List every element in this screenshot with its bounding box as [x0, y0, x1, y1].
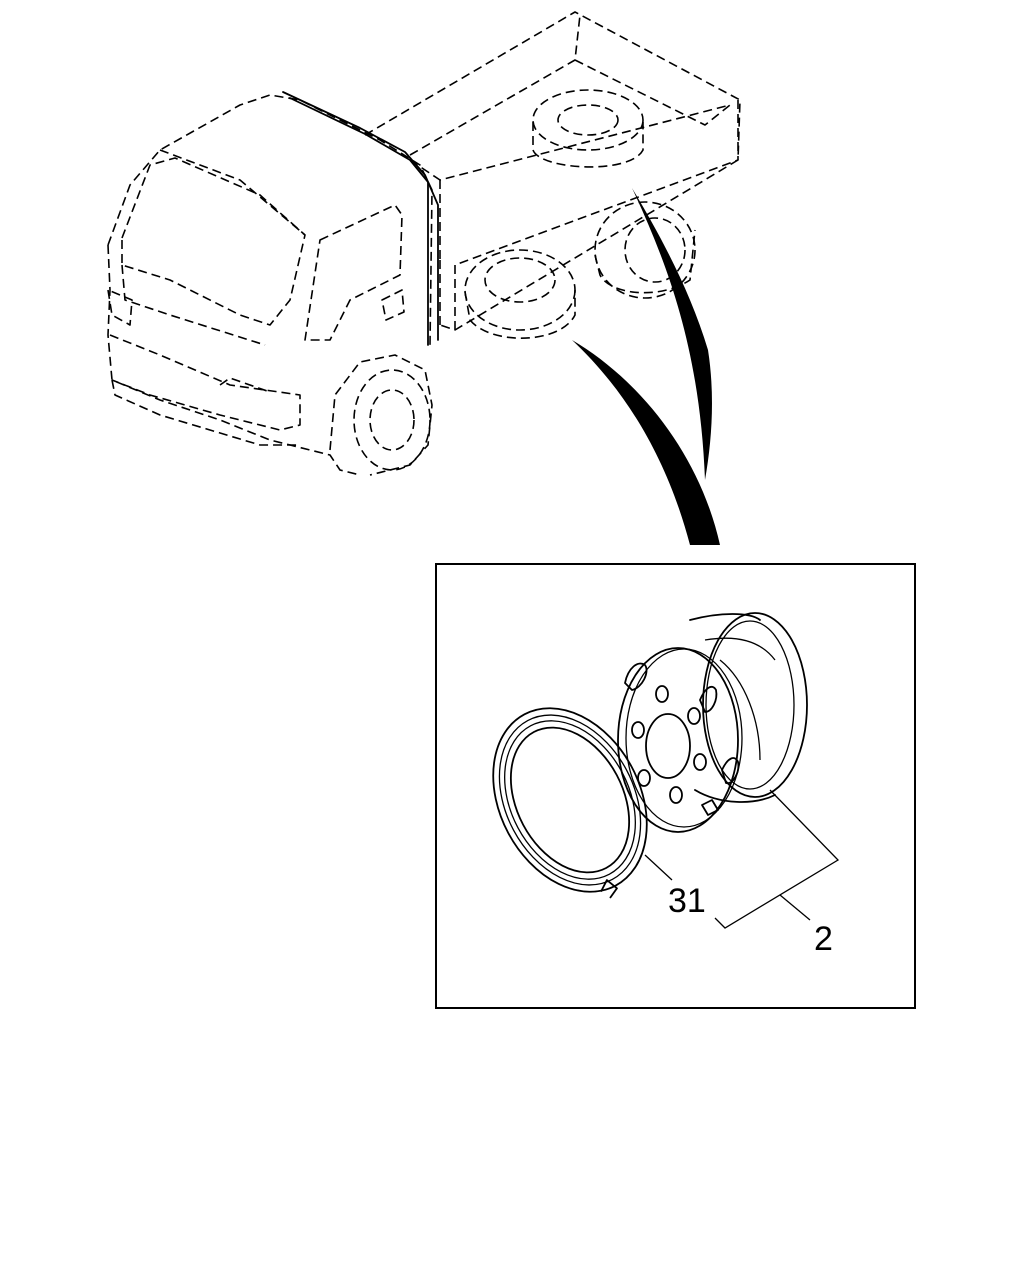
pointer-arrows	[572, 188, 720, 545]
side-ring-part	[492, 707, 648, 899]
wheel-disc-part	[617, 612, 808, 833]
callout-31: 31	[668, 882, 706, 920]
truck-illustration	[107, 11, 741, 476]
detail-frame	[435, 563, 916, 1009]
leader-lines	[644, 789, 840, 929]
callout-2: 2	[814, 920, 833, 958]
